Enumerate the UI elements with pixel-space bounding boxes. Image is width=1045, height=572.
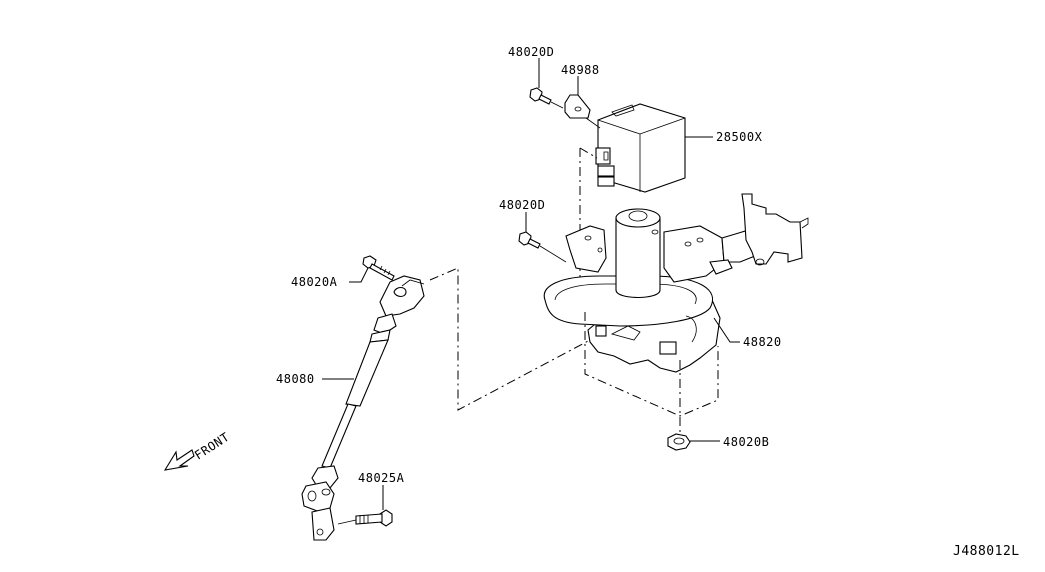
callout-48988[interactable]: 48988 [561, 63, 600, 77]
control-module[interactable] [595, 103, 686, 193]
callout-48025A[interactable]: 48025A [358, 471, 405, 485]
nut[interactable] [667, 433, 691, 451]
callout-48020B[interactable]: 48020B [723, 435, 769, 449]
callout-48820[interactable]: 48820 [743, 335, 782, 349]
callout-28500X[interactable]: 28500X [716, 130, 763, 144]
callout-48080[interactable]: 48080 [276, 372, 315, 386]
bracket[interactable] [564, 94, 601, 129]
diagram-code: J488012L [953, 544, 1020, 559]
bolt-upper[interactable] [529, 87, 564, 109]
callout-48020D-upper[interactable]: 48020D [508, 45, 554, 59]
front-indicator: FRONT [163, 430, 232, 471]
steering-column-assembly[interactable] [543, 193, 809, 373]
bolt-shaft-lower[interactable] [337, 509, 393, 527]
callout-48020D-column[interactable]: 48020D [499, 198, 545, 212]
front-label: FRONT [192, 430, 232, 463]
leader-48020A [349, 267, 369, 283]
bolt-column[interactable] [518, 231, 567, 263]
bolt-shaft-upper[interactable] [362, 255, 395, 281]
leader-48820 [713, 317, 740, 343]
intermediate-shaft[interactable] [301, 275, 425, 541]
callout-48020A[interactable]: 48020A [291, 275, 338, 289]
front-arrow-icon [163, 449, 195, 471]
